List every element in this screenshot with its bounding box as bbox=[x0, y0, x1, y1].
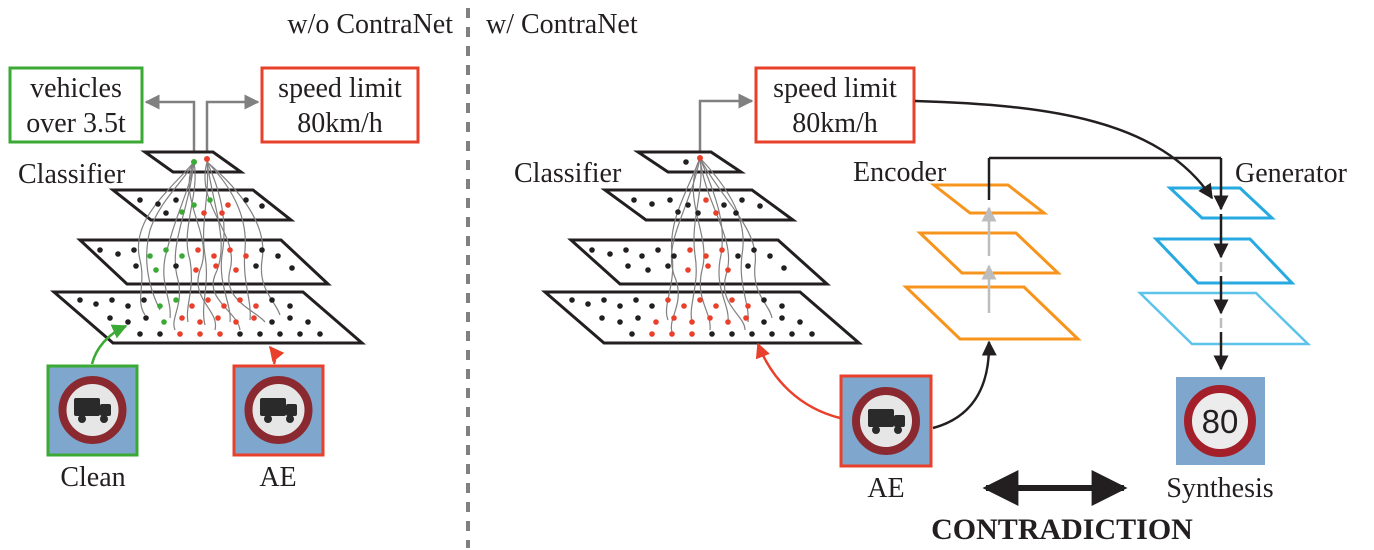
ae-to-classifier-arrow bbox=[755, 342, 841, 420]
truck-icon bbox=[868, 409, 905, 434]
left-panel: vehicles over 3.5t speed limit 80km/h Cl… bbox=[8, 66, 420, 493]
speed-limit-label-left-line2: 80km/h bbox=[297, 108, 383, 139]
synthesis-label: Synthesis bbox=[1166, 473, 1273, 504]
encoder-label: Encoder bbox=[853, 157, 947, 188]
classifier-network-right bbox=[540, 150, 864, 345]
contradiction-label: CONTRADICTION bbox=[931, 513, 1193, 546]
encoder-layer-3 bbox=[902, 285, 1082, 341]
output-arrow-speed-right bbox=[698, 93, 754, 157]
ae-label-right: AE bbox=[867, 473, 904, 504]
vehicles-label-line1: vehicles bbox=[30, 73, 122, 104]
clean-input-arrow bbox=[90, 324, 128, 365]
clean-label: Clean bbox=[60, 462, 125, 493]
clean-image bbox=[46, 364, 139, 457]
synthesis-sign-number: 80 bbox=[1202, 403, 1239, 440]
ae-input-arrow-left bbox=[269, 345, 285, 365]
encoder-layer-1 bbox=[929, 183, 1049, 215]
generator-layer-1 bbox=[1166, 186, 1276, 220]
right-panel: speed limit 80km/h Classifier bbox=[514, 66, 1348, 546]
classifier-layer-4 bbox=[49, 290, 367, 345]
ae-image-left bbox=[232, 364, 325, 457]
truck-icon bbox=[74, 398, 111, 423]
no-trucks-sign-icon bbox=[852, 387, 920, 455]
output-arrow-speed-left bbox=[205, 94, 260, 157]
vehicles-label-box bbox=[8, 66, 144, 144]
speed-limit-sign-icon: 80 bbox=[1184, 385, 1256, 457]
encoder-layer-2 bbox=[916, 231, 1062, 275]
speed-limit-label-box-left bbox=[260, 66, 420, 144]
classifier-label-right: Classifier bbox=[514, 158, 622, 189]
no-trucks-sign-icon bbox=[58, 376, 127, 444]
classifier-layer-1 bbox=[633, 150, 746, 174]
speed-limit-label-box-right bbox=[754, 66, 916, 144]
label-to-generator-arrow bbox=[914, 99, 1214, 200]
classifier-layer-3 bbox=[567, 238, 831, 286]
ae-label-left: AE bbox=[259, 462, 296, 493]
generator-layer-2 bbox=[1152, 237, 1296, 285]
generator-network bbox=[1136, 158, 1312, 371]
truck-icon bbox=[260, 398, 297, 423]
ae-to-encoder-arrow bbox=[932, 340, 997, 430]
header-without-contranet: w/o ContraNet bbox=[287, 9, 453, 40]
speed-limit-label-right-line1: speed limit bbox=[773, 73, 897, 104]
neurons-left bbox=[77, 156, 323, 337]
vehicles-label-line2: over 3.5t bbox=[26, 108, 126, 139]
generator-label: Generator bbox=[1235, 158, 1348, 189]
header-with-contranet: w/ ContraNet bbox=[486, 9, 638, 40]
no-trucks-sign-icon bbox=[244, 376, 313, 444]
classifier-label-left: Classifier bbox=[18, 159, 126, 190]
encoder-network bbox=[902, 158, 1082, 341]
output-arrow-vehicles bbox=[144, 94, 196, 157]
speed-limit-label-left-line1: speed limit bbox=[278, 73, 402, 104]
neurons-right bbox=[569, 155, 815, 337]
classifier-network-left bbox=[49, 150, 367, 345]
synthesis-image: 80 bbox=[1176, 377, 1265, 465]
generator-layer-3 bbox=[1136, 291, 1312, 346]
speed-limit-label-right-line2: 80km/h bbox=[792, 108, 878, 139]
neuron-connections-right bbox=[665, 157, 773, 333]
ae-image-right bbox=[839, 374, 933, 468]
classifier-layer-2 bbox=[600, 188, 798, 222]
